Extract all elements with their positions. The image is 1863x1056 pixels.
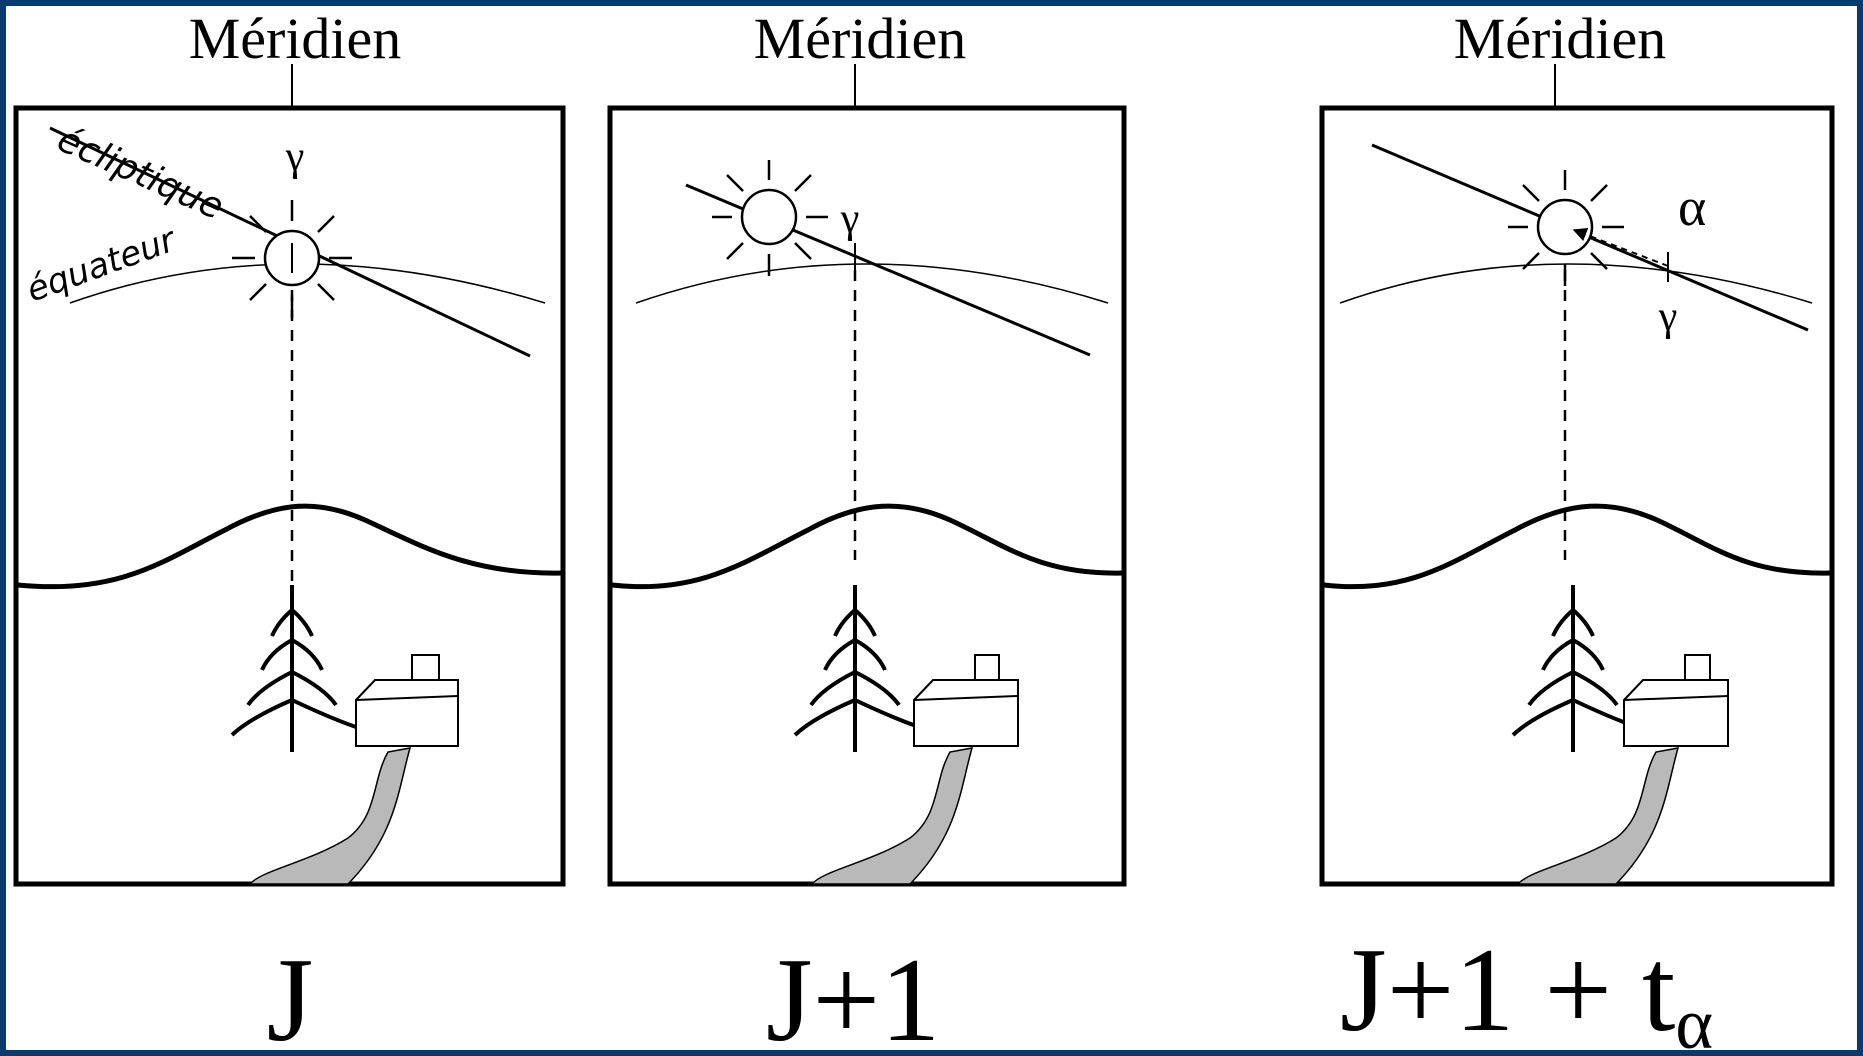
- gamma-label: γ: [840, 196, 860, 242]
- right-ascension-arrow: [1572, 227, 1669, 267]
- sun-icon: [232, 200, 352, 318]
- horizon-hill: [611, 503, 1123, 590]
- house-icon: [1623, 654, 1729, 747]
- equator-line: [635, 263, 1109, 304]
- panel-frame: [607, 105, 1127, 887]
- horizon-hill: [1323, 503, 1831, 590]
- panel-j: Méridien γ écliptique équat: [13, 6, 566, 1056]
- panel-caption: J+1 + tα: [1340, 923, 1713, 1056]
- meridian-label: Méridien: [754, 6, 967, 71]
- house-icon: [913, 654, 1019, 747]
- sun-icon: [712, 160, 828, 276]
- tree-icon: [793, 585, 920, 752]
- meridian-label: Méridien: [189, 6, 402, 71]
- panel-caption-subscript: α: [1675, 984, 1713, 1056]
- panel-j-plus-1-plus-t-alpha: Méridien α γ: [1319, 6, 1835, 1056]
- panel-frame: [13, 105, 566, 887]
- panel-caption: J: [267, 933, 314, 1056]
- panel-caption-main: J+1 + t: [1340, 923, 1675, 1056]
- house-icon: [355, 654, 459, 747]
- panel-j-plus-1: Méridien γ: [607, 6, 1127, 1056]
- gamma-label: γ: [1658, 294, 1678, 340]
- panel-caption: J+1: [766, 933, 940, 1056]
- road: [248, 747, 412, 885]
- road: [1516, 747, 1680, 885]
- meridian-label: Méridien: [1454, 6, 1667, 71]
- tree-icon: [230, 585, 357, 752]
- gamma-label: γ: [285, 134, 305, 180]
- alpha-label: α: [1678, 177, 1706, 237]
- road: [810, 747, 974, 885]
- horizon-hill: [17, 503, 563, 590]
- equator-line: [1339, 263, 1813, 304]
